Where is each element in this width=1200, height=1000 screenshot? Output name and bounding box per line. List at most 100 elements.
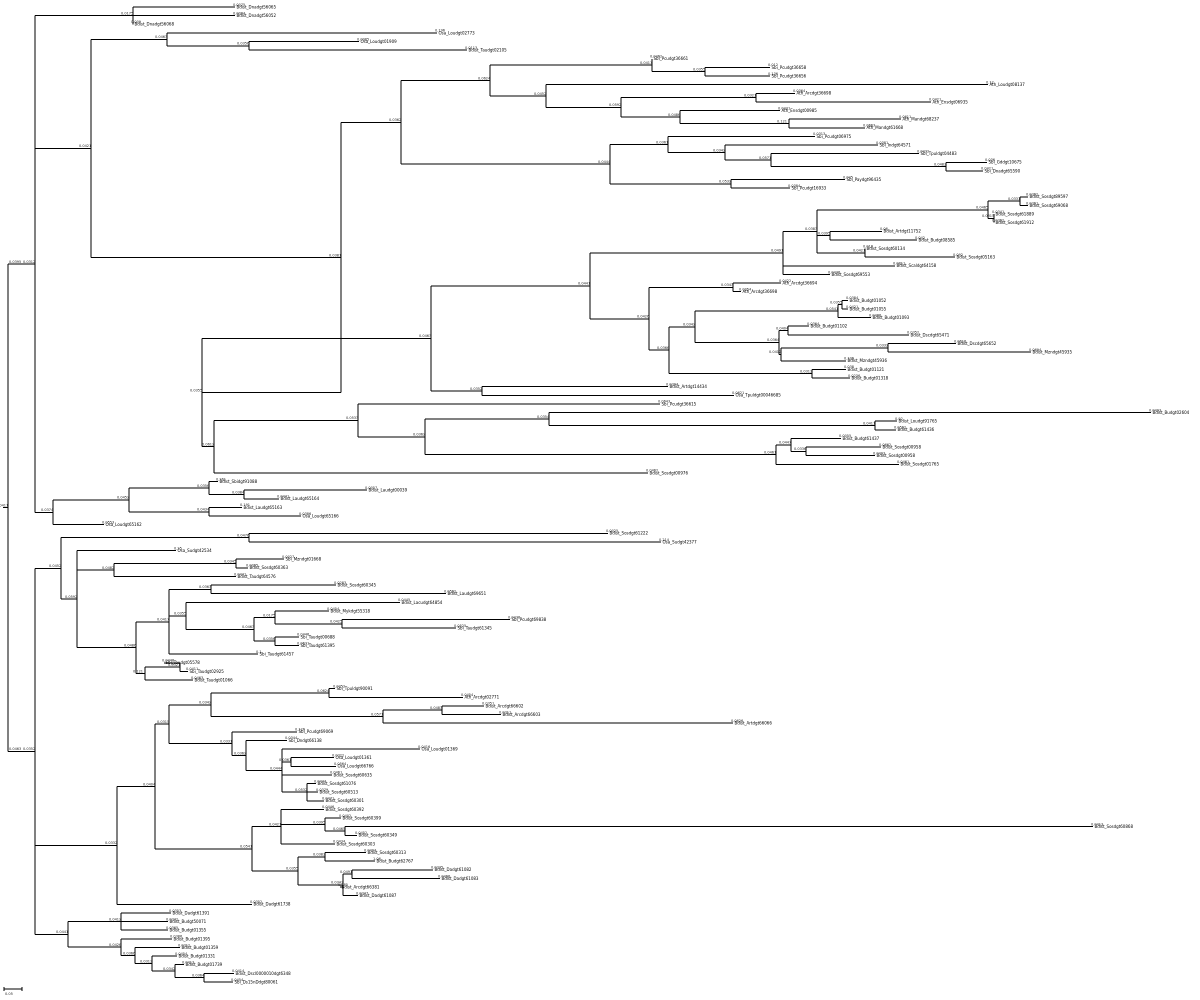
tip-label: Bdist_Dadgt61391 bbox=[173, 910, 210, 915]
tip-branch-length: 0.136 bbox=[768, 72, 778, 76]
tip-branch-length: 0.0421 bbox=[929, 98, 941, 102]
tip-label: Osa_Loudgt01361 bbox=[336, 755, 373, 760]
tip-label: Bdist_Sosdgt00976 bbox=[650, 470, 689, 475]
tip-label: Bdist_Dnadgt56052 bbox=[237, 13, 277, 18]
node-support: 0.0476 bbox=[237, 533, 249, 537]
tip-branch-length: 0.214 bbox=[659, 538, 670, 542]
tip-label: Bdist_Arcdgt66381 bbox=[342, 884, 380, 889]
node-support: 0.0342 bbox=[163, 967, 175, 971]
node-support: 0.0483 bbox=[430, 706, 442, 710]
tip-branch-length: 0.0662 bbox=[879, 443, 891, 447]
tip-branch-length: 0.0454 bbox=[175, 952, 188, 956]
tip-label: Bdist_Arcdgt66602 bbox=[486, 703, 524, 708]
tip-branch-length: 0.0454 bbox=[231, 978, 244, 982]
tip-branch-length: 0.0436 bbox=[828, 270, 840, 274]
tip-label: Bdist_Sosdgt60313 bbox=[368, 850, 407, 855]
tip-branch-length: 1.06 bbox=[373, 857, 381, 861]
tip-label: Sbi_Tpuldgt04483 bbox=[921, 151, 958, 156]
tip-label: Bdist_Dnadgt56065 bbox=[237, 4, 277, 9]
tip-branch-length: 0.038 bbox=[844, 365, 854, 369]
tip-branch-length: 0.0643 bbox=[658, 400, 670, 404]
tip-label: Sbi_Taudgt02925 bbox=[190, 669, 225, 674]
tip-label: Bdist_Mzndgt45936 bbox=[848, 358, 888, 363]
tip-label: Ath_Arcdgt02771 bbox=[465, 695, 500, 700]
tip-label: Bdist_Sosdgt00958 bbox=[877, 453, 916, 458]
tip-branch-length: 0.018 bbox=[863, 244, 873, 248]
tip-branch-length: 0.0445 bbox=[398, 598, 410, 602]
node-support: 0.0624 bbox=[478, 76, 491, 80]
tip-branch-length: 0.0027 bbox=[282, 555, 294, 559]
tip-label: Bdist_Laudgt65163 bbox=[244, 505, 283, 510]
tip-branch-length: 0.0564 bbox=[334, 762, 347, 766]
tip-label: Bdist_Budgt01359 bbox=[182, 945, 219, 950]
node-support: 0.0486 bbox=[124, 643, 136, 647]
node-support: 0.0624 bbox=[317, 689, 330, 693]
tip-branch-length: 0.0403 bbox=[873, 451, 885, 455]
tip-label: Bdist_Sosdgt89597 bbox=[1030, 194, 1069, 199]
tip-label: Bdist_Dadgt61082 bbox=[435, 867, 472, 872]
node-support: 0.0336 bbox=[794, 447, 806, 451]
tip-label: Bdist_Sosdgt69068 bbox=[1030, 203, 1069, 208]
node-support: 0.0463 bbox=[242, 625, 254, 629]
tip-branch-length: 0.0311 bbox=[499, 710, 511, 714]
node-support: 0.0332 bbox=[105, 841, 117, 845]
tip-branch-length: 0.0431 bbox=[778, 106, 790, 110]
tip-branch-length: 0.0438 bbox=[508, 615, 520, 619]
tip-branch-length: 0.0985 bbox=[357, 37, 369, 41]
tip-branch-length: 0.0379 bbox=[316, 788, 328, 792]
tip-label: Bdist_Artdgt14434 bbox=[670, 384, 708, 389]
node-support: 0.0395 bbox=[9, 260, 21, 264]
node-support: 0.0315 bbox=[982, 214, 994, 218]
tip-label: Bdist_Budgt01355 bbox=[170, 928, 207, 933]
tip-branch-length: 0.0065 bbox=[246, 564, 258, 568]
tip-label: Bdist_Dnadgt56068 bbox=[135, 22, 175, 27]
tip-branch-length: 0.0342 bbox=[166, 917, 178, 921]
tip-branch-length: 0.0054 bbox=[739, 288, 752, 292]
tip-branch-length: 0.042 bbox=[915, 236, 925, 240]
node-support: 0.0441 bbox=[56, 930, 68, 934]
tip-branch-length: 0.25 bbox=[174, 546, 182, 550]
tip-label: Osa_Loudgt02773 bbox=[439, 30, 476, 35]
node-support: 0.0395 bbox=[818, 231, 830, 235]
tip-branch-length: 0.0562 bbox=[894, 426, 906, 430]
tip-label: Sbi_Ds15nDdgt80061 bbox=[235, 979, 279, 984]
tip-label: Bdist_Sosdgt05163 bbox=[957, 255, 996, 260]
tip-branch-length: 0.0361 bbox=[1026, 201, 1038, 205]
tip-label: Sbi_Paydgt96435 bbox=[847, 177, 882, 182]
tip-label: Osa_Sudgt42534 bbox=[178, 548, 213, 553]
tip-label: Bdist_Sosdgt60635 bbox=[334, 772, 373, 777]
tip-branch-length: 0.0811 bbox=[893, 262, 905, 266]
tip-branch-length: 0.261 bbox=[216, 477, 226, 481]
node-support: 0.0321 bbox=[168, 663, 180, 667]
tip-label: Osa_Tpuldgt00046685 bbox=[736, 393, 782, 398]
tip-branch-length: 0.0351 bbox=[482, 702, 494, 706]
node-support: 0.0417 bbox=[640, 61, 652, 65]
node-support: 0.0411 bbox=[0, 503, 8, 507]
tip-label: Bdist_Budgt62767 bbox=[377, 859, 414, 864]
tip-branch-length: 0.0364 bbox=[807, 322, 820, 326]
node-support: 0.0404 bbox=[143, 782, 156, 786]
node-support: 0.0313 bbox=[800, 370, 812, 374]
node-support: 0.0381 bbox=[329, 253, 341, 257]
node-support: 0.0592 bbox=[609, 103, 621, 107]
node-support: 0.0533 bbox=[346, 416, 358, 420]
node-support: 0.0343 bbox=[721, 283, 733, 287]
tip-branch-length: 0.0413 bbox=[182, 961, 194, 965]
node-support: 0.0355 bbox=[693, 68, 705, 72]
tip-label: Bdist_Taudgt01066 bbox=[195, 677, 234, 682]
tip-branch-length: 0.0525 bbox=[454, 624, 466, 628]
tip-branch-length: 0.0365 bbox=[166, 926, 178, 930]
tip-label: Bdist_Sosdgt60345 bbox=[338, 582, 377, 587]
node-support: 0.0331 bbox=[220, 739, 232, 743]
node-support: 0.0345 bbox=[224, 559, 236, 563]
tip-branch-length: 0.0432 bbox=[917, 149, 929, 153]
node-support: 0.0313 bbox=[140, 959, 152, 963]
node-support: 0.0356 bbox=[197, 484, 209, 488]
tip-label: Sbi_Taudgt61457 bbox=[260, 652, 295, 657]
tip-branch-length: 0.0384 bbox=[846, 296, 859, 300]
tip-branch-length: 0.0313 bbox=[813, 132, 825, 136]
tip-branch-length: 0.0353 bbox=[169, 909, 181, 913]
tip-label: Bdist_Scaldgt64158 bbox=[897, 263, 937, 268]
node-support: 0.0452 bbox=[49, 564, 61, 568]
tip-branch-length: 0.0084 bbox=[233, 11, 246, 15]
